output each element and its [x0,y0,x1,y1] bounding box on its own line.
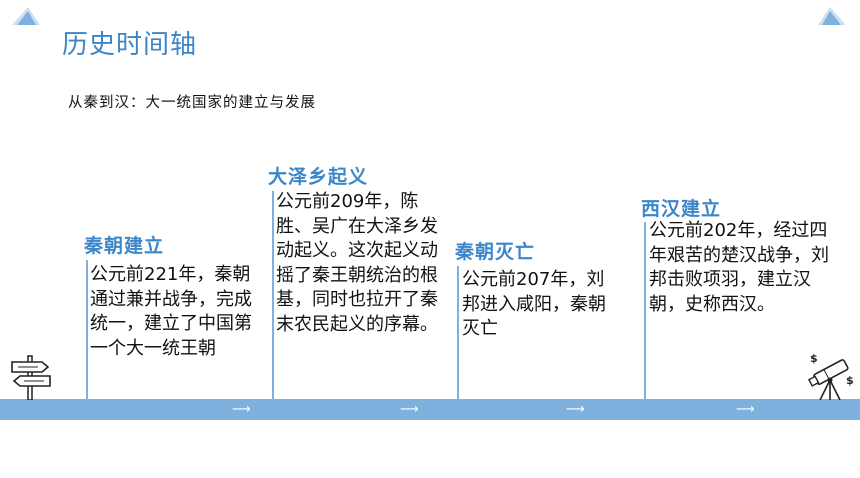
dollar-sign-icon: $ [810,352,818,365]
event-text-qin-founded: 公元前221年，秦朝通过兼并战争，完成统一，建立了中国第一个大一统王朝 [90,264,252,359]
event-line [457,266,459,399]
timeline-arrow-icon: ⟶ [400,402,419,417]
event-title-western-han-founded: 西汉建立 [641,198,722,220]
event-text-western-han-founded: 公元前202年，经过四年艰苦的楚汉战争，刘邦击败项羽，建立汉朝，史称西汉。 [649,220,829,315]
event-text-dazexiang-uprising: 公元前209年，陈胜、吴广在大泽乡发动起义。这次起义动摇了秦王朝统治的根基，同时… [276,191,438,335]
event-title-dazexiang-uprising: 大泽乡起义 [268,166,369,188]
corner-triangle-icon-right [818,7,846,25]
event-title-qin-fall: 秦朝灭亡 [455,241,536,263]
corner-triangle-icon-left [12,7,40,25]
timeline-band [0,399,860,420]
signpost-icon [11,355,51,400]
telescope-icon [807,359,849,400]
dollar-sign-icon: $ [846,374,854,387]
event-text-qin-fall: 公元前207年，刘邦进入咸阳，秦朝灭亡 [462,269,606,339]
event-title-qin-founded: 秦朝建立 [84,235,165,257]
event-line [272,191,274,399]
timeline-arrow-icon: ⟶ [232,402,251,417]
page-title: 历史时间轴 [62,30,198,60]
timeline-arrow-icon: ⟶ [736,402,755,417]
event-line [644,222,646,399]
timeline-arrow-icon: ⟶ [566,402,585,417]
event-line [86,260,88,399]
page-subtitle: 从秦到汉：大一统国家的建立与发展 [68,95,316,111]
